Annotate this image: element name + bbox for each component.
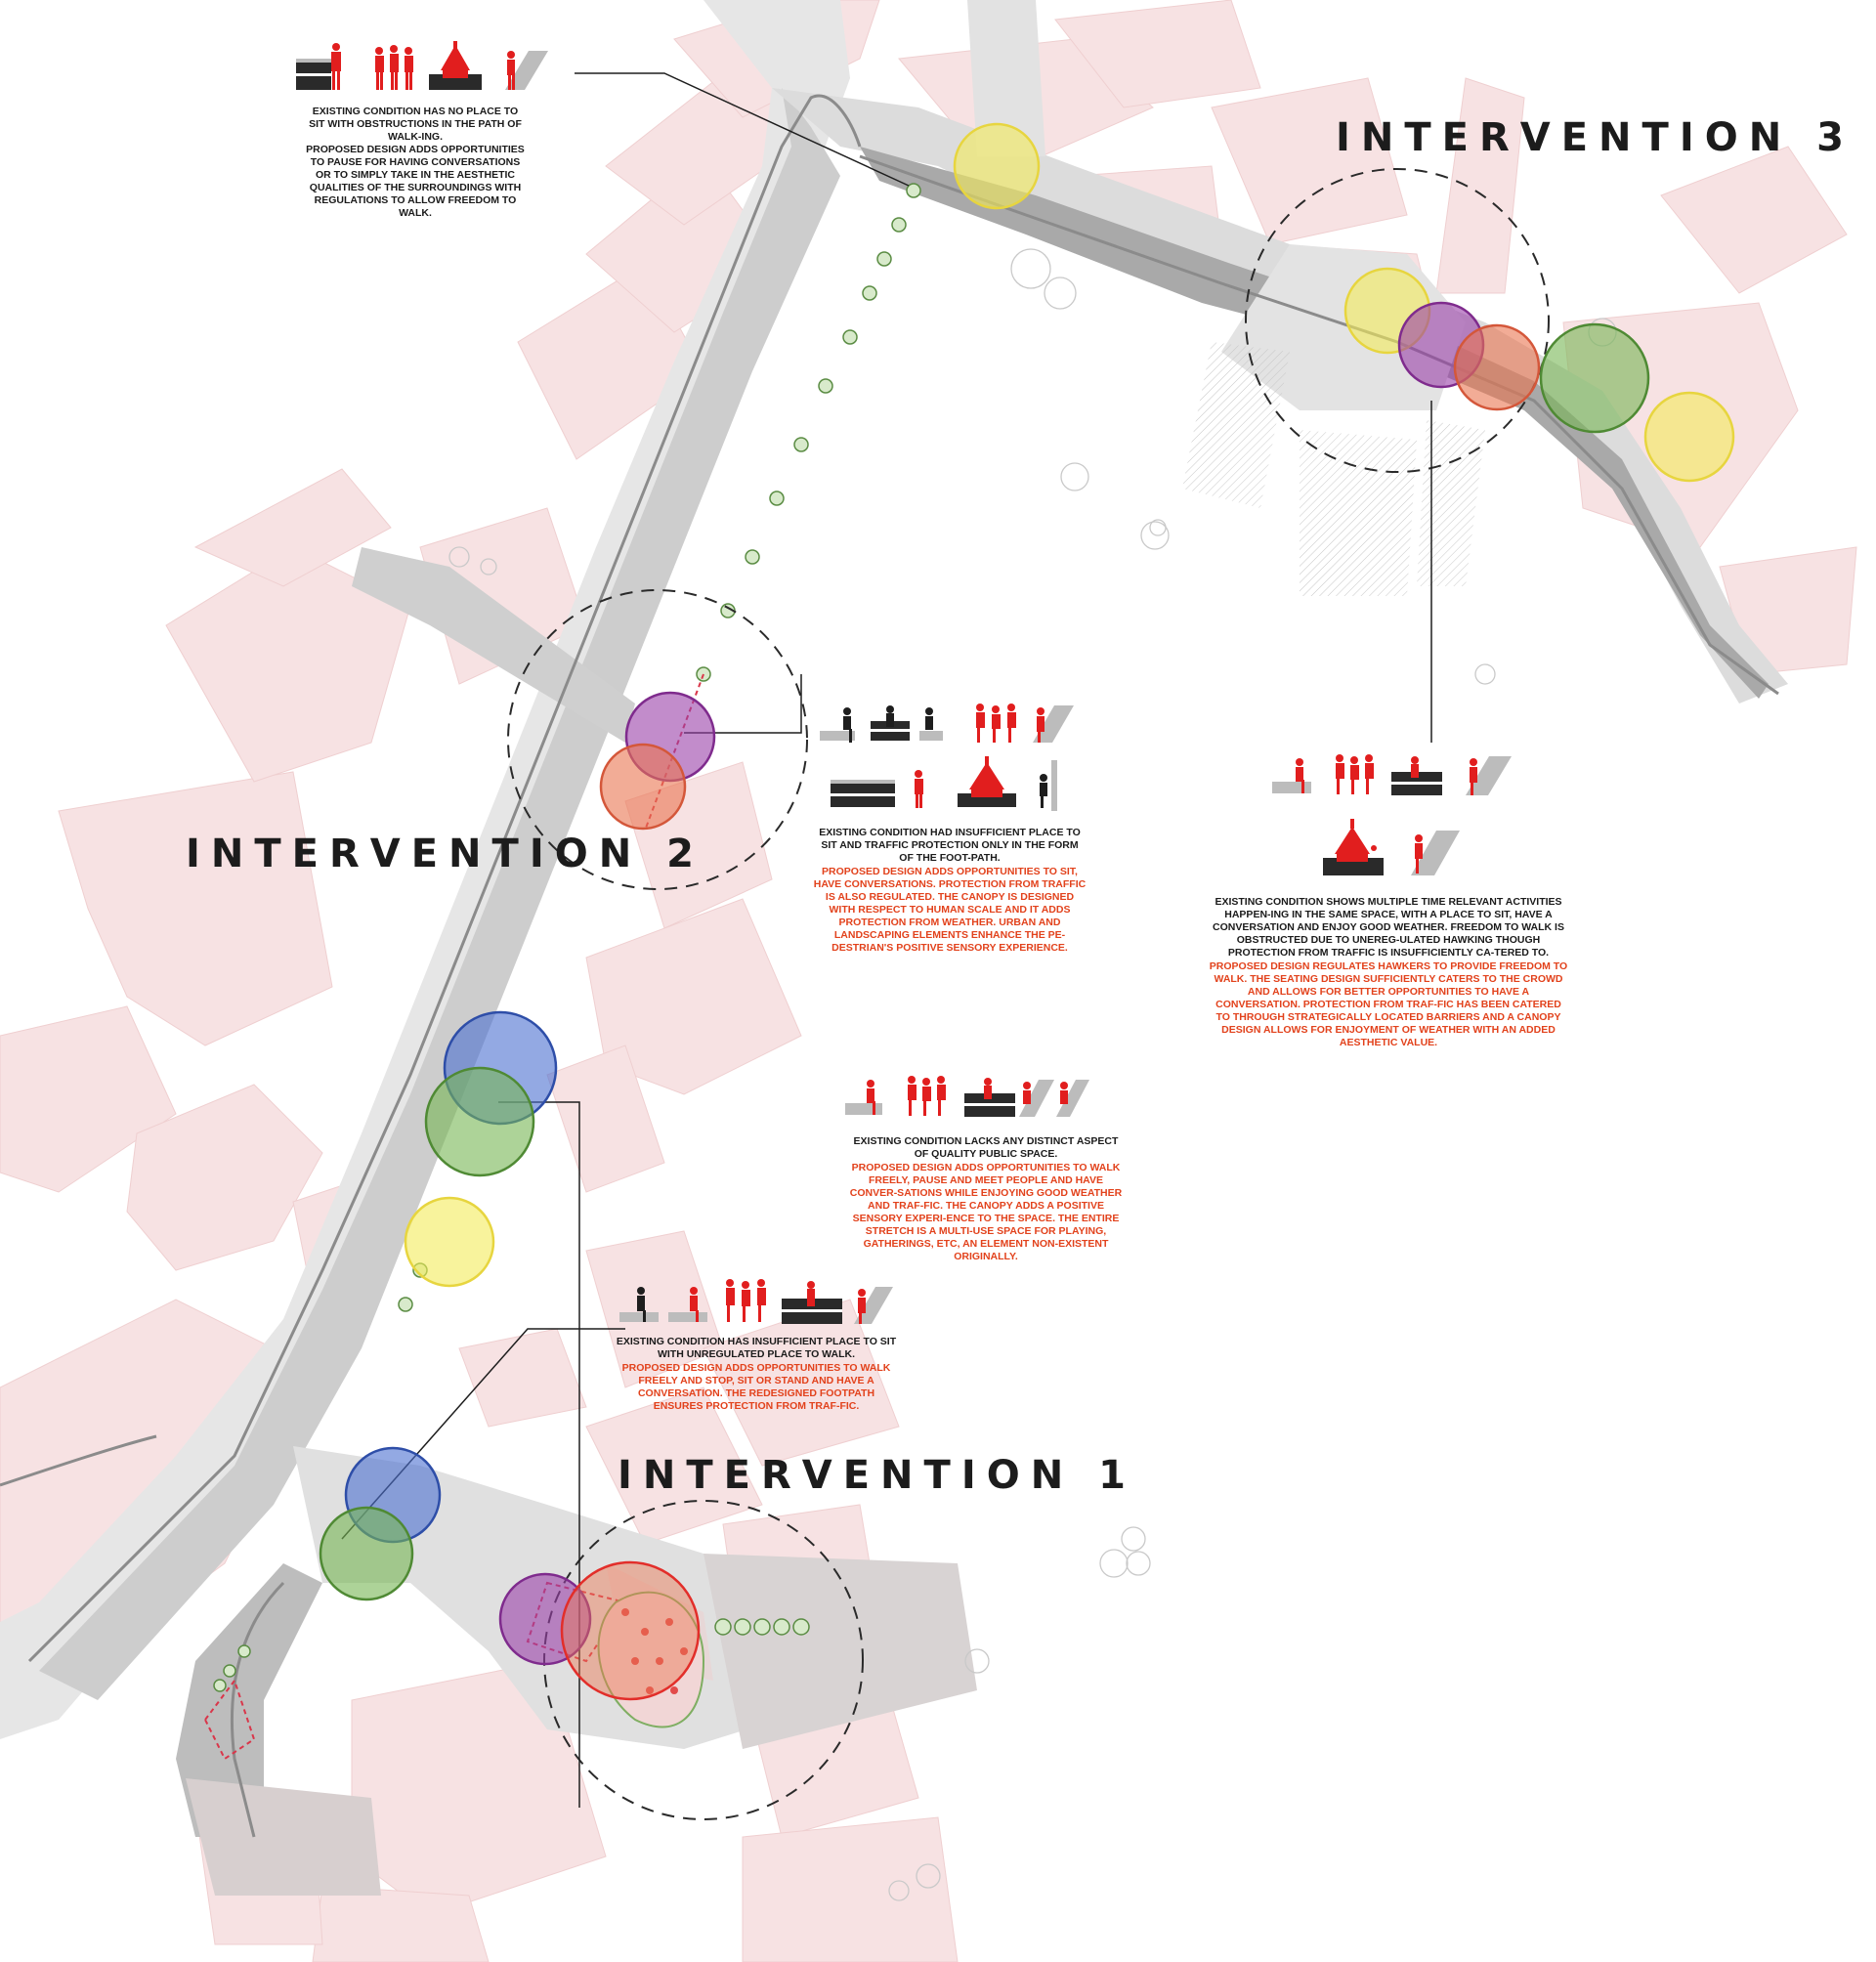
note-middle-existing: EXISTING CONDITION LACKS ANY DISTINCT AS…	[853, 1135, 1119, 1160]
temple-icon	[1323, 819, 1384, 875]
sitting-person-icon	[668, 1287, 707, 1322]
note-intervention-2-proposed: PROPOSED DESIGN ADDS OPPORTUNITIES TO SI…	[813, 866, 1087, 954]
note-top: EXISTING CONDITION HAS NO PLACE TO SIT W…	[305, 106, 526, 220]
sitting-person-icon	[845, 1080, 882, 1115]
note-top-proposed: PROPOSED DESIGN ADDS OPPORTUNITIES TO PA…	[306, 144, 525, 219]
note-intervention-3-proposed: PROPOSED DESIGN REGULATES HAWKERS TO PRO…	[1209, 960, 1568, 1048]
conversation-icon	[726, 1279, 766, 1322]
icon-row-middle	[845, 1076, 1089, 1117]
standing-person-icon	[331, 43, 341, 90]
icon-row-intervention-3-b	[1323, 819, 1460, 875]
road-icon	[964, 1078, 1015, 1117]
note-top-existing: EXISTING CONDITION HAS NO PLACE TO SIT W…	[309, 106, 522, 143]
road-icon	[782, 1281, 842, 1324]
note-intervention-1: EXISTING CONDITION HAS INSUFFICIENT PLAC…	[614, 1336, 899, 1413]
intervention-3-title: INTERVENTION 3	[1336, 115, 1855, 160]
note-intervention-2: EXISTING CONDITION HAD INSUFFICIENT PLAC…	[813, 827, 1087, 955]
icon-row-intervention-1	[619, 1279, 893, 1324]
icon-row-intervention-2-b	[831, 756, 1057, 811]
road-icon	[296, 59, 331, 90]
note-intervention-1-proposed: PROPOSED DESIGN ADDS OPPORTUNITIES TO WA…	[621, 1362, 891, 1412]
leaning-person-icon	[1411, 831, 1460, 875]
sitting-person-icon	[919, 707, 943, 741]
temple-icon	[958, 756, 1016, 807]
temple-icon	[429, 41, 482, 90]
icon-row-intervention-2-a	[820, 704, 1074, 743]
conversation-icon	[976, 704, 1016, 743]
sitting-person-icon	[1272, 758, 1311, 793]
leaning-person-icon	[1466, 756, 1512, 795]
conversation-icon	[375, 45, 413, 90]
icon-row-top	[296, 41, 548, 90]
leaning-person-icon	[505, 51, 548, 90]
note-middle-proposed: PROPOSED DESIGN ADDS OPPORTUNITIES TO WA…	[849, 1162, 1123, 1262]
note-middle: EXISTING CONDITION LACKS ANY DISTINCT AS…	[848, 1135, 1124, 1263]
leaning-person-icon	[1019, 1080, 1054, 1117]
leaning-person-icon	[1056, 1080, 1089, 1117]
tree-circles	[448, 248, 1617, 1901]
note-intervention-3: EXISTING CONDITION SHOWS MULTIPLE TIME R…	[1208, 896, 1569, 1049]
sitting-person-icon	[619, 1287, 659, 1322]
standing-person-icon	[915, 770, 923, 808]
intervention-2-title: INTERVENTION 2	[186, 832, 704, 876]
leaning-person-icon	[1040, 760, 1057, 811]
conversation-icon	[908, 1076, 946, 1116]
conversation-icon	[1336, 754, 1374, 794]
note-intervention-3-existing: EXISTING CONDITION SHOWS MULTIPLE TIME R…	[1213, 896, 1564, 959]
leaning-person-icon	[1033, 705, 1074, 743]
sitting-person-icon	[820, 707, 855, 743]
highlight-circles	[319, 122, 1735, 1701]
note-intervention-1-existing: EXISTING CONDITION HAS INSUFFICIENT PLAC…	[616, 1336, 897, 1360]
note-intervention-2-existing: EXISTING CONDITION HAD INSUFFICIENT PLAC…	[819, 827, 1081, 864]
leaning-person-icon	[854, 1287, 893, 1324]
intervention-1-landscape	[597, 1591, 705, 1728]
road-icon	[871, 705, 910, 741]
road-icon	[1391, 756, 1442, 795]
intervention-1-title: INTERVENTION 1	[618, 1453, 1136, 1498]
road-icon	[831, 780, 895, 807]
icon-row-intervention-3-a	[1272, 754, 1512, 795]
street-trees	[213, 183, 921, 1692]
